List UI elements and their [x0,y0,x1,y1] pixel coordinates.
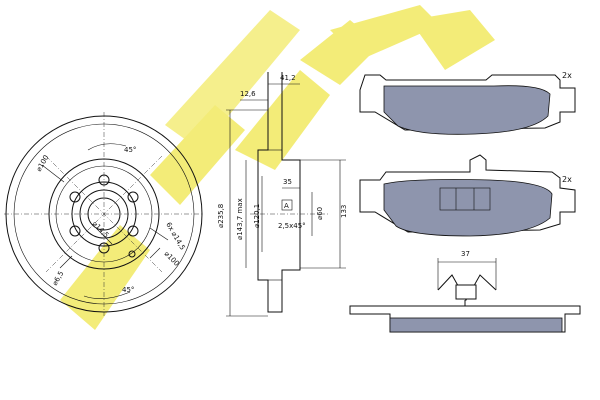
dia-60-label: ⌀60 [316,207,324,220]
pad-bottom-quantity: 2x [562,175,572,184]
bolt-pattern-label: 6x ⌀14,5 [164,221,186,252]
bolt-hole [69,225,81,237]
locating-hole [128,250,136,258]
disc-side-view: 41,2 12,6 ⌀235,8 ⌀143,7 max ⌀120,1 35 A … [217,72,348,317]
angle-top-label: 45° [124,146,136,154]
bolt-hole [69,191,81,203]
brake-pad-top: 2x [359,71,576,135]
pad-top-quantity: 2x [562,71,572,80]
depth-35-label: 35 [283,178,292,186]
bolt-hole [127,191,139,203]
clip-width-label: 37 [461,250,470,258]
icer-logo-watermark [60,5,495,330]
chamfer-label: 2,5x45° [278,222,306,230]
dia-143-7-label: ⌀143,7 max [236,198,244,240]
dia-235-8-label: ⌀235,8 [217,204,225,228]
dia-120-1-label: ⌀120,1 [253,204,261,228]
angle-bottom-label: 45° [122,286,134,294]
thickness-12-6-label: 12,6 [240,90,256,98]
marker-a-label: A [284,202,289,210]
disc-front-view: 45° ⌀100 ⌀14,5 6x ⌀14,5 ⌀100 ⌀6,5 45° [4,112,204,316]
pad-side-view: 37 [349,250,581,333]
hole-dia-label: ⌀14,5 [91,220,111,240]
dia-6-5-label: ⌀6,5 [51,270,66,287]
brake-pad-bottom: 2x [359,154,576,237]
width-41-2-label: 41,2 [280,74,296,82]
height-133-label: 133 [340,205,348,218]
bolt-hole [127,225,139,237]
